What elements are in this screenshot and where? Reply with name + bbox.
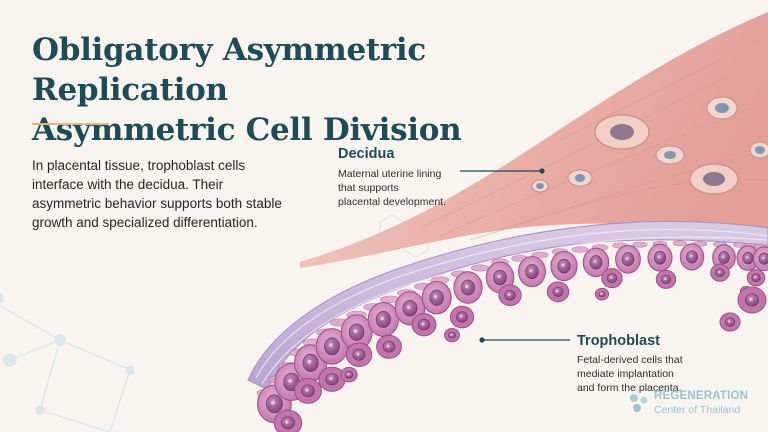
decidual-cell [706, 96, 738, 120]
trophoblast-cell [340, 314, 373, 351]
decidual-cell [655, 145, 685, 165]
trophoblast-layer [256, 240, 768, 432]
trophoblast-cell [376, 334, 402, 359]
trophoblast-description-line: Fetal-derived cells that [577, 354, 683, 366]
page-title: Obligatory Asymmetric Replication Asymme… [32, 30, 632, 150]
decidua-description: Maternal uterine lining that supports pl… [338, 167, 478, 209]
trophoblast-cell [647, 243, 673, 272]
decidua-leader [460, 168, 545, 174]
accent-divider [32, 123, 108, 125]
decidual-cell [567, 169, 593, 187]
decidual-cell [749, 141, 768, 159]
decidua-tissue [300, 12, 768, 268]
logo-line-1: REGENERATION [654, 390, 749, 402]
cap-cell [672, 240, 688, 247]
trophoblast-cell [582, 247, 610, 278]
trophoblast-leader [479, 337, 570, 343]
trophoblast-cell [615, 244, 641, 274]
trophoblast-description-line: mediate implantation [577, 368, 674, 380]
trophoblast-cell [421, 281, 452, 315]
decidua-label: Decidua [338, 146, 395, 162]
decidual-cell [531, 179, 549, 193]
trophoblast-cell [449, 305, 475, 329]
network-watermark [0, 292, 135, 432]
trophoblast-cell [411, 313, 437, 337]
trophoblast-cell [453, 271, 483, 304]
cap-cell [571, 246, 589, 253]
title-line-2: Asymmetric Cell Division [32, 112, 462, 148]
cap-cell [632, 241, 648, 248]
trophoblast-cell [746, 269, 766, 287]
trophoblast-cell [318, 366, 346, 392]
organization-logo: REGENERATION Center of Thailand [628, 388, 754, 418]
trophoblast-label: Trophoblast [577, 333, 660, 349]
trophoblast-cell [345, 342, 373, 367]
trophoblast-cell [518, 256, 546, 288]
trophoblast-cell [444, 328, 460, 343]
trophoblast-cell [315, 328, 349, 365]
trophoblast-cell [655, 269, 677, 289]
decidual-cell [689, 163, 739, 195]
decidual-cells [531, 96, 768, 195]
trophoblast-description: Fetal-derived cells that mediate implant… [577, 353, 727, 395]
trophoblast-cell [340, 366, 358, 383]
cap-cell [471, 264, 489, 272]
decidua-description-line: placental development. [338, 196, 446, 208]
decidual-cell [594, 114, 650, 150]
trophoblast-cell [737, 286, 767, 314]
trophoblast-cell [719, 312, 741, 332]
trophoblast-cell [679, 243, 705, 271]
trophoblast-cell [594, 287, 610, 301]
trophoblast-description-line: and form the placenta. [577, 382, 682, 394]
trophoblast-cell [273, 409, 303, 432]
trophoblast-cell [367, 302, 399, 337]
trophoblast-cell [546, 281, 570, 303]
interface-membrane [247, 220, 768, 391]
trophoblast-cell [498, 284, 522, 307]
trophoblast-cell [550, 250, 578, 282]
logo-mark-icon [630, 394, 648, 412]
trophoblast-cell [710, 263, 730, 282]
title-line-1: Obligatory Asymmetric Replication [32, 32, 426, 108]
cap-cell [531, 251, 549, 259]
trophoblast-cell [293, 344, 328, 382]
trophoblast-cell [736, 245, 760, 271]
logo-line-2: Center of Thailand [654, 404, 741, 416]
trophoblast-cell [752, 246, 768, 272]
decidua-description-line: that supports [338, 182, 399, 194]
trophoblast-cell [294, 377, 322, 404]
trophoblast-cell [601, 268, 623, 289]
intro-paragraph: In placental tissue, trophoblast cells i… [32, 158, 282, 230]
decidua-description-line: Maternal uterine lining [338, 168, 442, 180]
membrane-lines [255, 228, 768, 385]
trophoblast-cell [394, 291, 426, 326]
